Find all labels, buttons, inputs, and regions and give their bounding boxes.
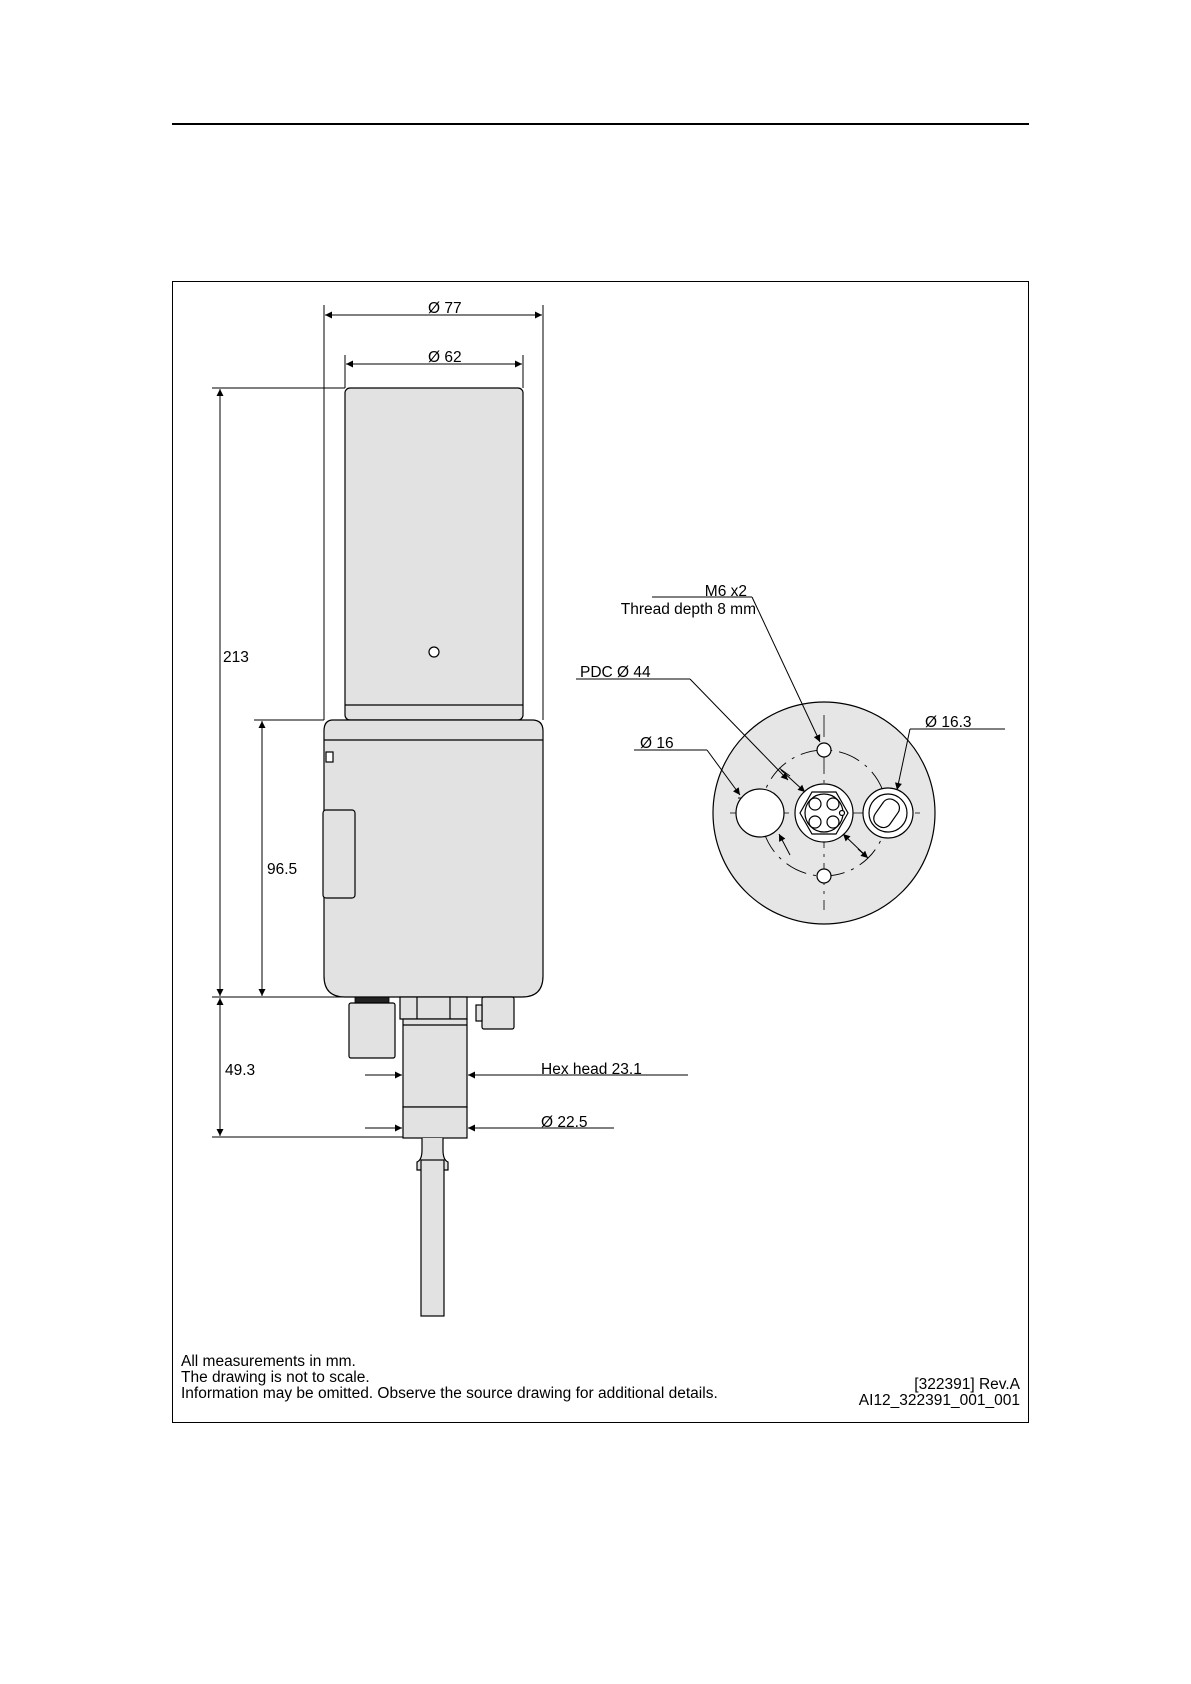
side-view	[323, 388, 543, 1316]
label-dia-16-3: Ø 16.3	[925, 714, 972, 731]
center-connector-base	[400, 997, 467, 1019]
note-line: Information may be omitted. Observe the …	[181, 1386, 718, 1402]
collar	[403, 1107, 467, 1138]
drawing-notes: All measurements in mm. The drawing is n…	[181, 1354, 718, 1402]
label-dia-62: Ø 62	[428, 349, 462, 366]
drawing-id-label: AI12_322391_001_001	[859, 1393, 1020, 1409]
sensor-rod	[421, 1160, 444, 1316]
side-indicator	[326, 752, 333, 762]
label-hex-head: Hex head 23.1	[541, 1061, 642, 1078]
label-m6: M6 x2	[705, 583, 747, 600]
label-dia-77: Ø 77	[428, 300, 462, 317]
vent-hole	[429, 647, 439, 657]
label-thread-depth: Thread depth 8 mm	[621, 601, 756, 618]
bottom-view	[713, 702, 935, 924]
pin-1	[809, 798, 821, 810]
note-line: The drawing is not to scale.	[181, 1370, 718, 1386]
label-height-96-5: 96.5	[267, 861, 297, 878]
hex-head	[403, 1019, 467, 1107]
side-window	[323, 810, 355, 898]
pin-3	[809, 816, 821, 828]
label-dia-22-5: Ø 22.5	[541, 1114, 588, 1131]
left-port	[736, 789, 784, 837]
upper-cylinder	[345, 388, 523, 720]
m6-hole-top	[817, 743, 831, 757]
label-dia-16: Ø 16	[640, 735, 674, 752]
note-line: All measurements in mm.	[181, 1354, 718, 1370]
label-height-213: 213	[223, 649, 249, 666]
drawing-reference: [322391] Rev.A AI12_322391_001_001	[859, 1377, 1020, 1409]
label-height-49-3: 49.3	[225, 1062, 255, 1079]
lower-housing	[324, 720, 543, 997]
revision-label: [322391] Rev.A	[859, 1377, 1020, 1393]
left-connector	[349, 1003, 395, 1058]
m6-hole-bottom	[817, 869, 831, 883]
knurled-ring	[355, 997, 389, 1003]
right-plug	[482, 997, 514, 1029]
label-pdc: PDC Ø 44	[580, 664, 651, 681]
pin-2	[827, 798, 839, 810]
pin-4	[827, 816, 839, 828]
